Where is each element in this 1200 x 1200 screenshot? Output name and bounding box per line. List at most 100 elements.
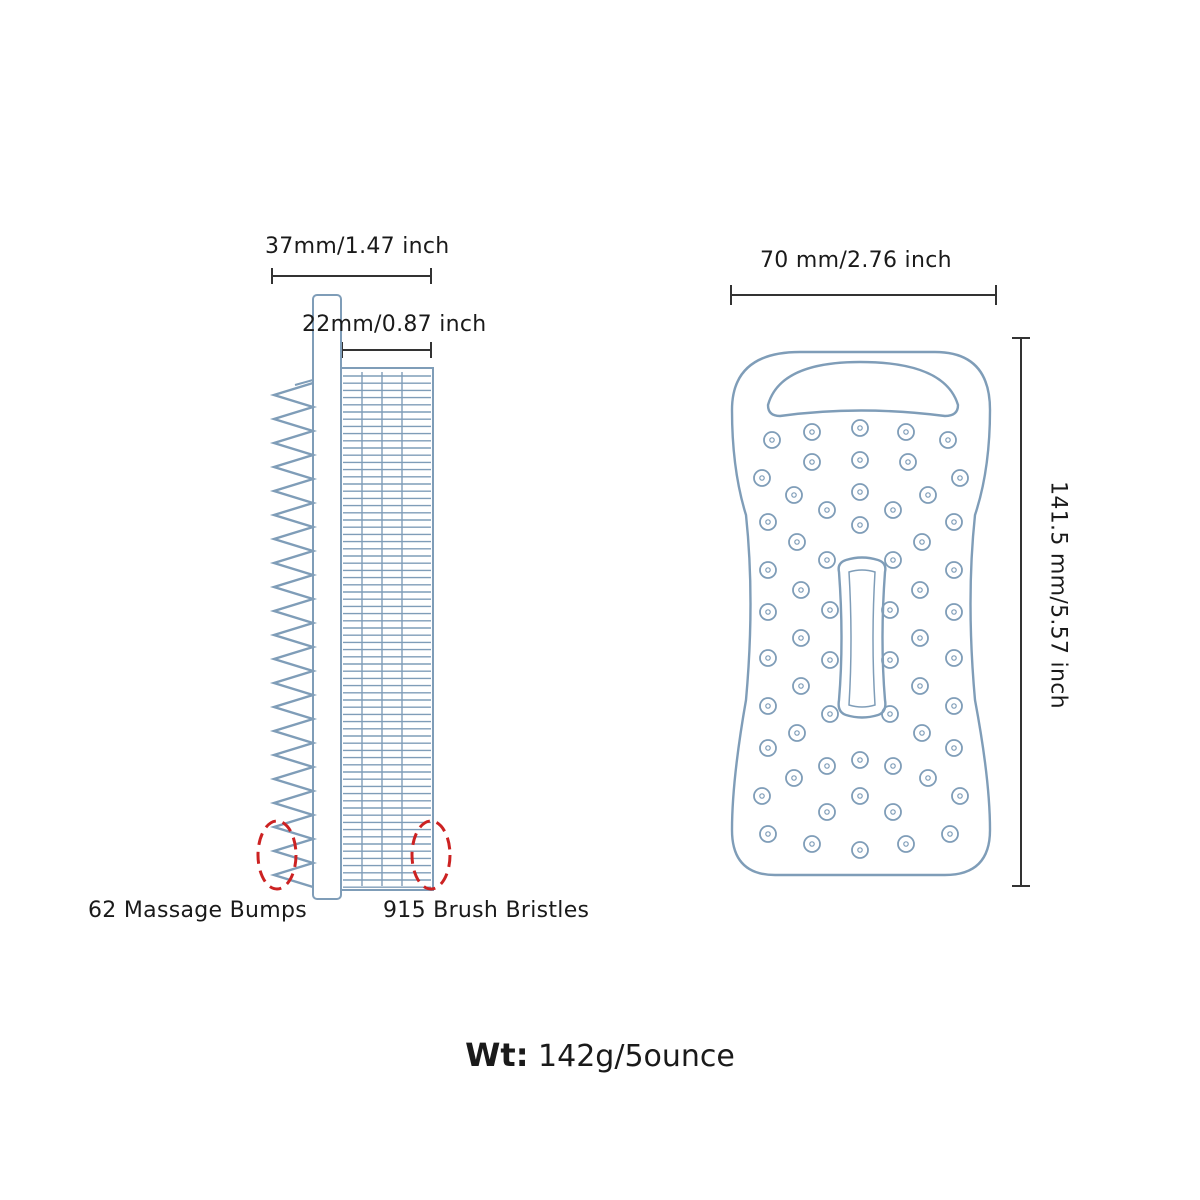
massage-bump: [945, 697, 963, 715]
massage-bump-center: [890, 763, 896, 769]
massage-bump-center: [857, 457, 863, 463]
massage-bump: [913, 533, 931, 551]
massage-bump: [945, 513, 963, 531]
front-width-label: 70 mm/2.76 inch: [760, 248, 952, 273]
massage-bump-center: [824, 809, 830, 815]
massage-bump: [803, 453, 821, 471]
front-view-grip-slot: [837, 556, 887, 719]
massage-bump-center: [887, 711, 893, 717]
massage-bump: [759, 603, 777, 621]
massage-bump: [818, 757, 836, 775]
massage-bump: [759, 561, 777, 579]
massage-bump: [785, 486, 803, 504]
massage-bump: [884, 501, 902, 519]
massage-bump: [913, 724, 931, 742]
dimension-line-bristle-width: [341, 342, 432, 358]
bristle-width-label: 22mm/0.87 inch: [302, 312, 487, 337]
massage-bump-center: [824, 507, 830, 513]
front-view-grip-slot-inner: [848, 569, 876, 708]
massage-bump: [792, 581, 810, 599]
massage-bump: [897, 835, 915, 853]
massage-bump-center: [857, 522, 863, 528]
massage-bump: [851, 516, 869, 534]
total-width-label: 37mm/1.47 inch: [265, 234, 450, 259]
side-view-base-plate: [312, 294, 342, 900]
front-view-massage-bumps: [753, 419, 969, 859]
massage-bump-center: [827, 657, 833, 663]
massage-bump-center: [951, 655, 957, 661]
massage-bump: [881, 651, 899, 669]
massage-bump: [759, 649, 777, 667]
weight-key: Wt:: [465, 1036, 529, 1074]
massage-bump-center: [827, 607, 833, 613]
dimension-line-total-width: [271, 268, 432, 284]
front-view-outline: [730, 350, 992, 877]
massage-bump-center: [951, 745, 957, 751]
massage-bump-center: [798, 587, 804, 593]
massage-bump: [851, 841, 869, 859]
massage-bump: [911, 581, 929, 599]
massage-bump-center: [769, 437, 775, 443]
massage-bump-center: [903, 841, 909, 847]
massage-bump: [851, 419, 869, 437]
massage-bump: [803, 835, 821, 853]
massage-bump-center: [917, 587, 923, 593]
massage-bump-center: [857, 757, 863, 763]
massage-bump: [897, 423, 915, 441]
massage-bump-center: [887, 607, 893, 613]
massage-bump: [851, 787, 869, 805]
massage-bump-center: [917, 635, 923, 641]
massage-bump-center: [798, 683, 804, 689]
massage-bump: [763, 431, 781, 449]
massage-bump-center: [951, 609, 957, 615]
massage-bump-center: [791, 775, 797, 781]
massage-bump-center: [951, 519, 957, 525]
massage-bump: [884, 803, 902, 821]
massage-bump-center: [947, 831, 953, 837]
massage-bump-center: [957, 793, 963, 799]
massage-bump: [881, 601, 899, 619]
dimension-line-front-height: [1012, 337, 1030, 887]
massage-bump: [945, 649, 963, 667]
massage-bump: [945, 739, 963, 757]
side-view-bristle-lines: [343, 372, 431, 888]
massage-bump-center: [903, 429, 909, 435]
massage-bump: [759, 513, 777, 531]
massage-bump-center: [765, 655, 771, 661]
massage-bump-center: [957, 475, 963, 481]
massage-bump-center: [951, 567, 957, 573]
massage-bump-center: [765, 519, 771, 525]
massage-bumps-label: 62 Massage Bumps: [88, 898, 308, 923]
massage-bump-center: [890, 557, 896, 563]
massage-bump: [821, 601, 839, 619]
brush-bristles-label: 915 Brush Bristles: [383, 898, 590, 923]
side-view-massage-bumps: [269, 381, 318, 889]
massage-bump: [821, 651, 839, 669]
massage-bump-center: [824, 763, 830, 769]
massage-bump: [911, 677, 929, 695]
massage-bump: [753, 787, 771, 805]
massage-bump: [753, 469, 771, 487]
massage-bump-highlight: [256, 819, 298, 891]
massage-bump-center: [925, 775, 931, 781]
massage-bump: [884, 551, 902, 569]
massage-bump: [818, 803, 836, 821]
massage-bump: [803, 423, 821, 441]
massage-bump: [821, 705, 839, 723]
massage-bump: [951, 469, 969, 487]
massage-bump-center: [857, 489, 863, 495]
massage-bump: [759, 825, 777, 843]
massage-bump-center: [917, 683, 923, 689]
massage-bump-center: [951, 703, 957, 709]
massage-bump-center: [925, 492, 931, 498]
massage-bump: [884, 757, 902, 775]
massage-bump: [788, 533, 806, 551]
massage-bump: [785, 769, 803, 787]
front-view-brush: [730, 350, 992, 877]
massage-bump-center: [765, 703, 771, 709]
massage-bump-center: [890, 507, 896, 513]
massage-bump: [851, 483, 869, 501]
massage-bump-center: [919, 730, 925, 736]
massage-bump-center: [759, 793, 765, 799]
